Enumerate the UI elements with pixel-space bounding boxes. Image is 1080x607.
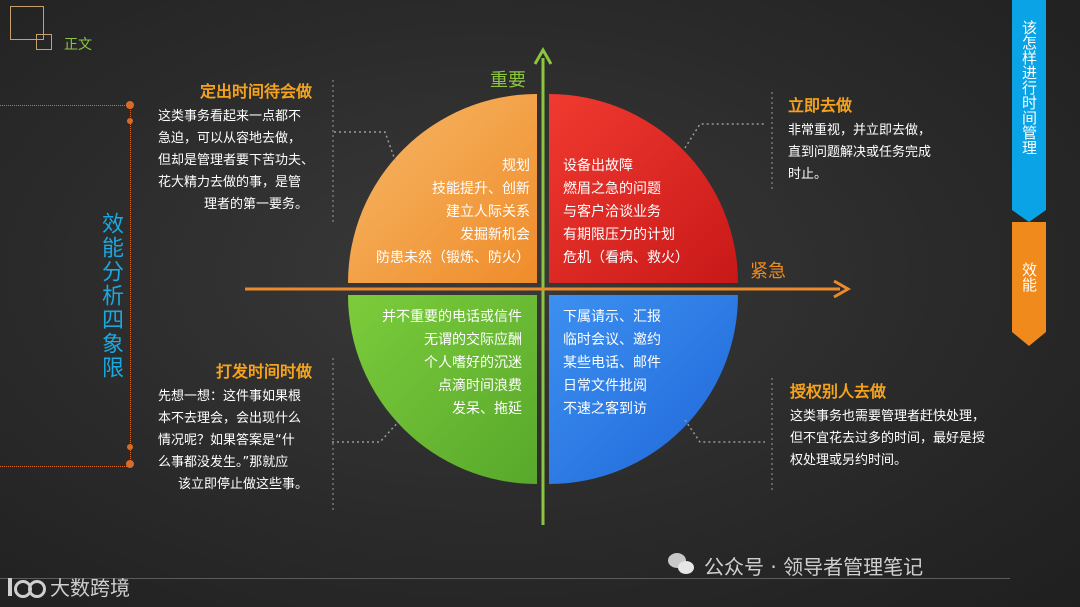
brand-watermark-text: 大数跨境 bbox=[50, 576, 130, 600]
list-item: 与客户洽谈业务 bbox=[563, 204, 661, 220]
list-item: 并不重要的电话或信件 bbox=[382, 309, 522, 325]
callout-bottom-left: 打发时间时做 先想一想：这件事如果根 本不去理会，会出现什么 情况呢？如果答案是… bbox=[158, 358, 330, 496]
connector-bottom-right bbox=[684, 419, 765, 443]
left-banner-dot-bottom2 bbox=[127, 444, 133, 450]
callout-line: 但却是管理者要下苦功夫、 bbox=[158, 153, 315, 168]
bottom-divider bbox=[0, 578, 1010, 579]
right-banner-bottom-text: 效能 bbox=[1020, 262, 1038, 292]
right-banner-orange bbox=[1012, 222, 1046, 332]
list-item: 技能提升、创新 bbox=[432, 181, 530, 197]
callout-title: 授权别人去做 bbox=[790, 382, 887, 401]
quadrant-top-left bbox=[348, 94, 537, 283]
list-item: 无谓的交际应酬 bbox=[424, 332, 522, 348]
quadrant-top-right bbox=[549, 94, 738, 283]
callout-line: 该立即停止做这些事。 bbox=[177, 477, 308, 492]
list-item: 临时会议、邀约 bbox=[563, 332, 661, 348]
horizontal-axis-arrowhead bbox=[833, 279, 852, 299]
corner-square-small bbox=[36, 34, 52, 50]
left-banner-dotted-frame bbox=[0, 105, 131, 467]
callout-line: 急迫，可以从容地去做， bbox=[158, 131, 302, 146]
callout-line: 情况呢？如果答案是“什 bbox=[158, 433, 295, 448]
list-item: 日常文件批阅 bbox=[563, 378, 647, 394]
callout-title: 打发时间时做 bbox=[215, 362, 312, 381]
right-banner-blue bbox=[1012, 0, 1046, 210]
quadrant-bottom-left-text: 并不重要的电话或信件 无谓的交际应酬 个人嗜好的沉迷 点滴时间浪费 发呆、拖延 bbox=[352, 306, 522, 421]
vertical-axis-arrowhead bbox=[533, 46, 553, 65]
quadrant-top-left-text: 规划 技能提升、创新 建立人际关系 发掘新机会 防患未然（锻炼、防火） bbox=[352, 155, 530, 270]
list-item: 防患未然（锻炼、防火） bbox=[376, 250, 530, 266]
right-banner-blue-tip bbox=[1012, 210, 1046, 222]
connector-top-right bbox=[684, 123, 765, 149]
list-item: 某些电话、邮件 bbox=[563, 355, 661, 371]
list-item: 建立人际关系 bbox=[446, 204, 530, 220]
callout-line: 但不宜花去过多的时间，最好是授 bbox=[790, 431, 986, 446]
wechat-watermark-text: 公众号 · 领导者管理笔记 bbox=[704, 554, 924, 579]
corner-square-large bbox=[10, 6, 44, 40]
horizontal-axis-label: 紧急 bbox=[750, 261, 786, 282]
quadrant-bottom-left bbox=[348, 295, 537, 484]
callout-line: 先想一想：这件事如果根 bbox=[158, 389, 302, 404]
list-item: 危机（看病、救火） bbox=[563, 250, 689, 266]
quadrant-top-right-text: 设备出故障 燃眉之急的问题 与客户洽谈业务 有期限压力的计划 危机（看病、救火） bbox=[563, 155, 733, 270]
callout-title: 定出时间待会做 bbox=[199, 82, 312, 101]
right-banner-top-text: 该怎样进行时间管理 bbox=[1020, 20, 1038, 155]
connector-top-left bbox=[334, 131, 396, 161]
callout-line: 这类事务也需要管理者赶快处理， bbox=[790, 409, 986, 424]
callout-line: 本不去理会，会出现什么 bbox=[158, 411, 302, 426]
callout-line: 么事都没发生。”那就应 bbox=[158, 455, 289, 470]
list-item: 燃眉之急的问题 bbox=[563, 181, 661, 197]
list-item: 个人嗜好的沉迷 bbox=[424, 355, 522, 371]
list-item: 规划 bbox=[502, 158, 530, 174]
left-banner-dot-mid bbox=[127, 118, 133, 124]
brand-logo-icon bbox=[8, 576, 46, 598]
left-banner-dot-bottom bbox=[126, 460, 134, 468]
list-item: 发掘新机会 bbox=[460, 227, 530, 243]
callout-line: 花大精力去做的事，是管 bbox=[158, 175, 302, 190]
brand-watermark: 大数跨境 bbox=[8, 572, 130, 601]
section-label: 正文 bbox=[64, 37, 92, 53]
callout-line: 时止。 bbox=[788, 167, 828, 182]
callout-line: 这类事务看起来一点都不 bbox=[158, 109, 302, 124]
wechat-watermark: 公众号 · 领导者管理笔记 bbox=[668, 550, 923, 580]
list-item: 设备出故障 bbox=[563, 158, 633, 174]
callout-line: 理者的第一要务。 bbox=[203, 197, 308, 212]
connector-bottom-left bbox=[332, 419, 401, 443]
list-item: 发呆、拖延 bbox=[452, 401, 522, 417]
list-item: 下属请示、汇报 bbox=[563, 309, 661, 325]
left-banner-dot-top bbox=[126, 101, 134, 109]
callout-top-right: 立即去做 非常重视，并立即去做， 直到问题解决或任务完成 时止。 bbox=[788, 92, 988, 186]
callout-line: 直到问题解决或任务完成 bbox=[788, 145, 932, 160]
wechat-icon bbox=[668, 553, 696, 577]
list-item: 点滴时间浪费 bbox=[438, 378, 522, 394]
callout-line: 非常重视，并立即去做， bbox=[788, 123, 932, 138]
callout-title: 立即去做 bbox=[788, 96, 853, 115]
right-banner-orange-tip bbox=[1012, 332, 1046, 346]
callout-bottom-right: 授权别人去做 这类事务也需要管理者赶快处理， 但不宜花去过多的时间，最好是授 权… bbox=[790, 378, 1005, 472]
vertical-axis-label: 重要 bbox=[490, 70, 526, 91]
left-banner-text: 效能分析四象限 bbox=[98, 212, 123, 380]
quadrant-bottom-right-text: 下属请示、汇报 临时会议、邀约 某些电话、邮件 日常文件批阅 不速之客到访 bbox=[563, 306, 733, 421]
callout-top-left: 定出时间待会做 这类事务看起来一点都不 急迫，可以从容地去做， 但却是管理者要下… bbox=[158, 78, 330, 216]
quadrant-bottom-right bbox=[549, 295, 738, 484]
callout-line: 权处理或另约时间。 bbox=[790, 453, 908, 468]
list-item: 不速之客到访 bbox=[563, 401, 647, 417]
list-item: 有期限压力的计划 bbox=[563, 227, 675, 243]
